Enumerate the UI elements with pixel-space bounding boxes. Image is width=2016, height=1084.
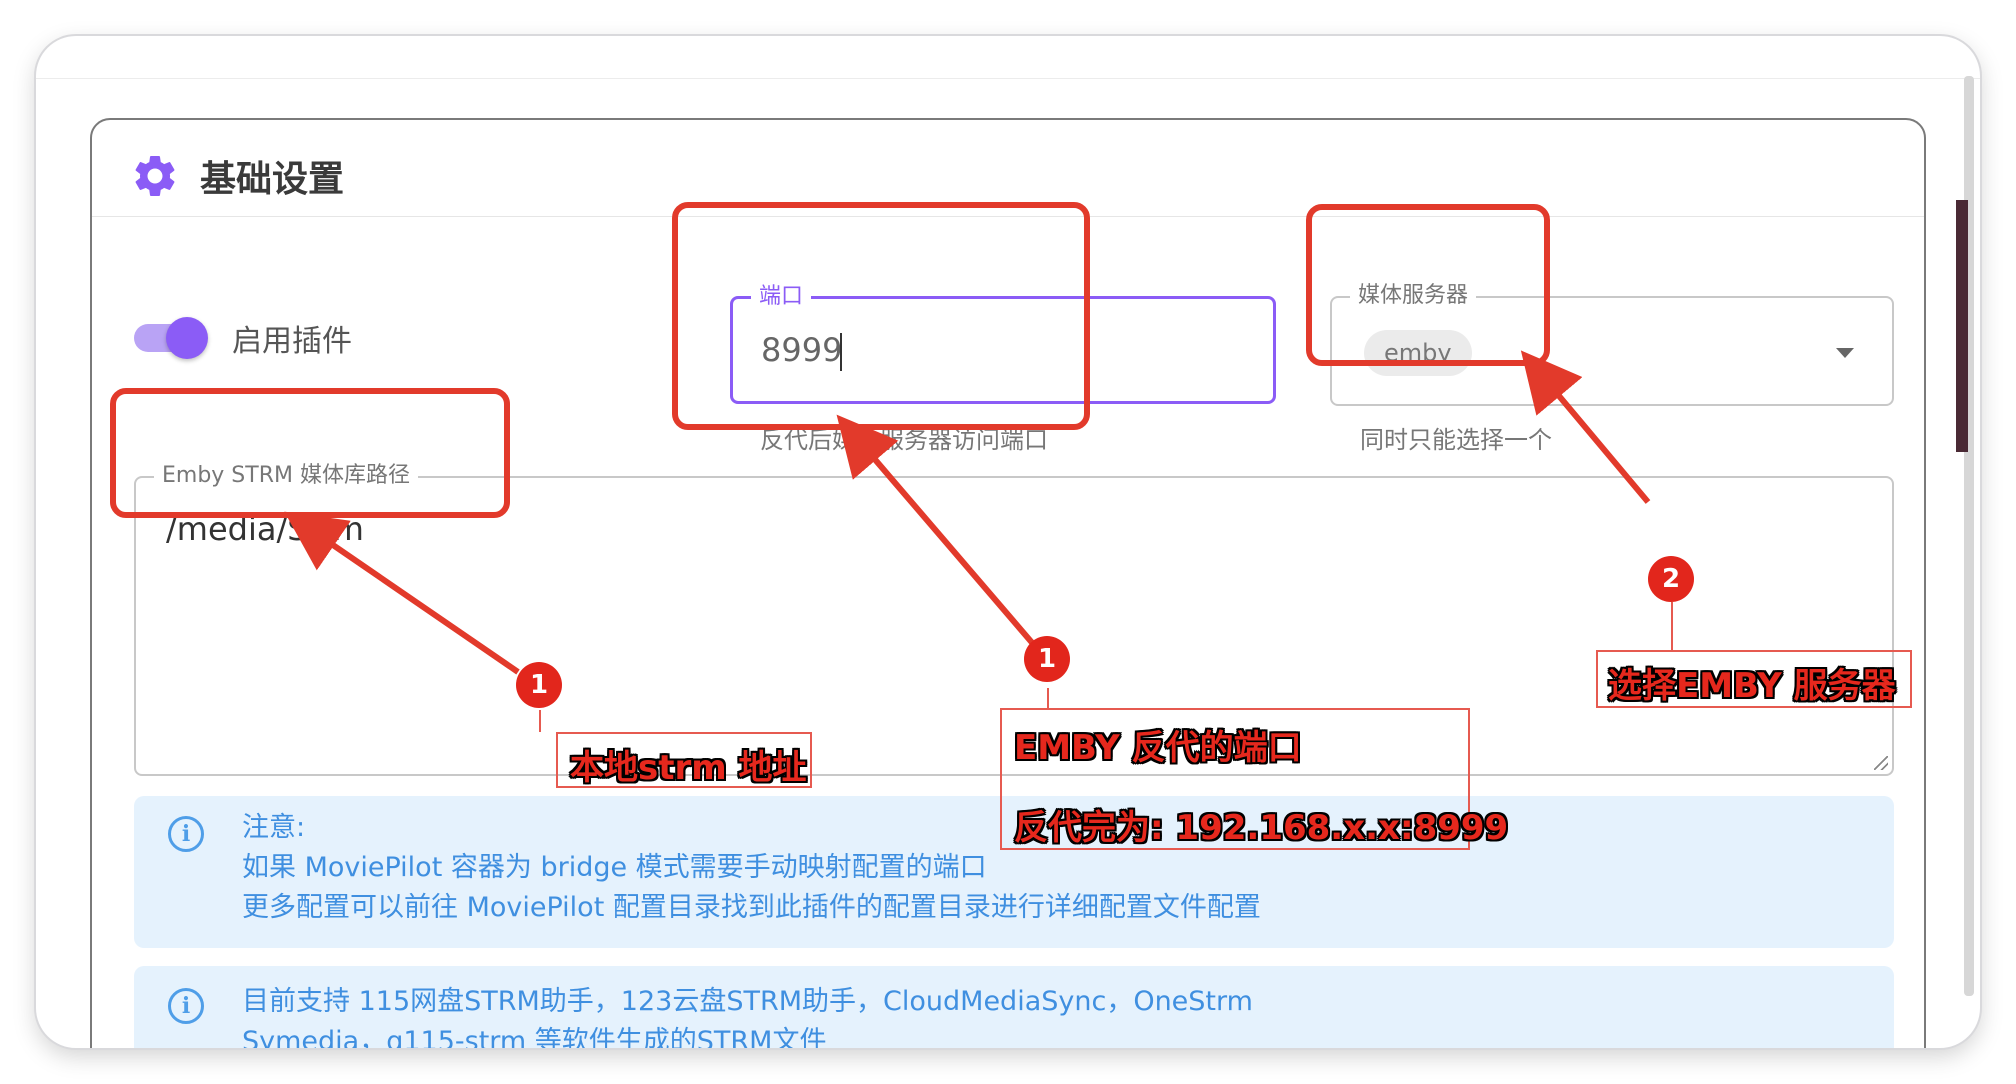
annotation-label-strm: 本地strm 地址 [556, 732, 812, 788]
annotation-text-port-2: 反代完为: 192.168.x.x:8999 [1014, 808, 1509, 848]
annotation-label-server: 选择EMBY 服务器 [1596, 650, 1912, 708]
media-server-select[interactable]: 媒体服务器 emby [1330, 283, 1894, 406]
annotation-text-port-1: EMBY 反代的端口 [1014, 728, 1302, 768]
support-alert: i 目前支持 115网盘STRM助手，123云盘STRM助手，CloudMedi… [134, 966, 1894, 1048]
enable-plugin-switch[interactable]: 启用插件 [134, 316, 352, 360]
notice-line: 如果 MoviePilot 容器为 bridge 模式需要手动映射配置的端口 [242, 852, 987, 883]
media-server-hint: 同时只能选择一个 [1360, 426, 1552, 454]
badge-strm: 1 [516, 662, 562, 708]
notice-line: 注意: [242, 812, 306, 843]
switch-track[interactable] [134, 317, 208, 359]
window-top-divider [36, 78, 1980, 79]
text-cursor [840, 333, 842, 371]
port-input[interactable]: 8999 [761, 331, 843, 369]
annotation-box-server [1306, 204, 1550, 366]
port-field-label: 端口 [751, 284, 812, 310]
badge-server: 2 [1648, 556, 1694, 602]
notice-line: 更多配置可以前往 MoviePilot 配置目录找到此插件的配置目录进行详细配置… [242, 892, 1261, 923]
badge-port: 1 [1024, 636, 1070, 682]
card-title: 基础设置 [200, 159, 345, 200]
support-line: Symedia，q115-strm 等软件生成的STRM文件 [242, 1026, 827, 1048]
notice-alert: i 注意: 如果 MoviePilot 容器为 bridge 模式需要手动映射配… [134, 796, 1894, 948]
annotation-label-port: EMBY 反代的端口 反代完为: 192.168.x.x:8999 [1000, 708, 1508, 850]
annotation-text-server: 选择EMBY 服务器 [1608, 666, 1896, 706]
arrow-port [836, 414, 1043, 654]
arrow-server [1520, 350, 1651, 504]
port-hint: 反代后媒体服务器访问端口 [760, 426, 1048, 454]
support-line: 目前支持 115网盘STRM助手，123云盘STRM助手，CloudMediaS… [242, 986, 1253, 1017]
resize-handle-icon[interactable] [1874, 756, 1888, 770]
annotation-text-strm: 本地strm 地址 [570, 748, 807, 788]
arrow-strm [284, 511, 520, 675]
gear-icon [135, 155, 175, 196]
switch-label: 启用插件 [232, 324, 352, 359]
card-header: 基础设置 [130, 150, 344, 202]
media-server-label: 媒体服务器 [1350, 283, 1477, 309]
info-icon: i [168, 988, 204, 1024]
strm-path-label: Emby STRM 媒体库路径 [154, 463, 418, 489]
header-divider [92, 216, 1924, 217]
switch-thumb[interactable] [166, 317, 208, 359]
chevron-down-icon[interactable] [1836, 348, 1854, 358]
port-field[interactable]: 端口 8999 [730, 284, 1276, 404]
scrollbar-thumb[interactable] [1964, 76, 1974, 996]
background-strip [1956, 200, 1968, 452]
info-icon: i [168, 816, 204, 852]
